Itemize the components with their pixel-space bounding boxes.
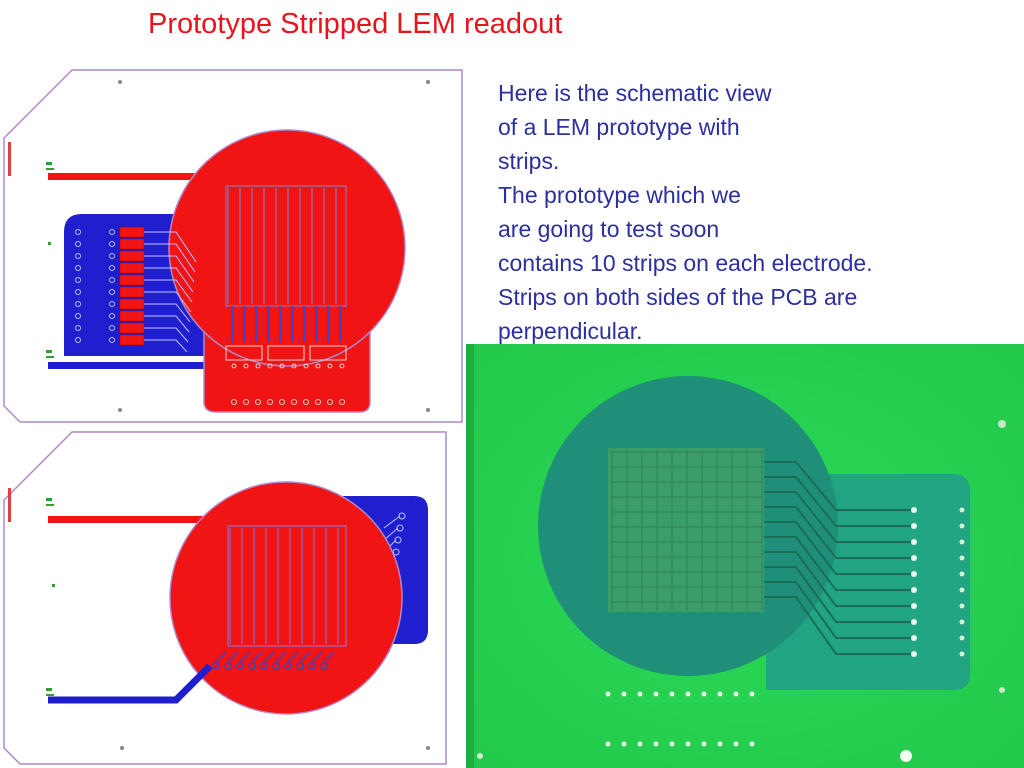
description-line: contains 10 strips on each electrode. [498, 250, 873, 276]
description-line: are going to test soon [498, 216, 720, 242]
description-line: of a LEM prototype with [498, 114, 740, 140]
description-text: Here is the schematic view of a LEM prot… [498, 76, 873, 348]
description-line: Strips on both sides of the PCB are [498, 284, 858, 310]
slide-title: Prototype Stripped LEM readout [148, 8, 563, 40]
description-line: Here is the schematic view [498, 80, 772, 106]
pcb-schematic-bottom-image [0, 430, 466, 768]
description-line: perpendicular. [498, 318, 643, 344]
description-line: The prototype which we [498, 182, 741, 208]
pcb-schematic-top-image [0, 66, 466, 428]
description-line: strips. [498, 148, 560, 174]
pcb-prototype-photo [466, 344, 1024, 768]
